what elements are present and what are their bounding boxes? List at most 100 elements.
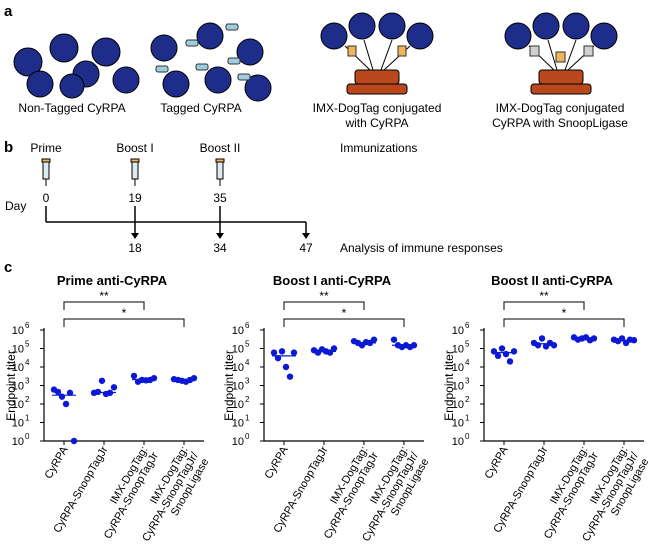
data-point (110, 384, 118, 391)
imx-dogtag-snoopligase-illustration (504, 12, 618, 95)
y-tick-label: 10 (12, 399, 24, 411)
y-tick-exponent: 2 (25, 395, 30, 404)
syringe-icon (41, 158, 51, 186)
significance-bracket (503, 301, 585, 310)
data-point (274, 354, 282, 362)
y-axis-label: Endpoint titer (222, 350, 236, 421)
data-point (278, 348, 286, 355)
data-point (62, 400, 70, 408)
chart-title: Boost II anti-CyRPA (491, 273, 613, 288)
x-category-label: CyRPA (483, 444, 511, 481)
y-tick-exponent: 1 (245, 414, 250, 423)
y-tick-exponent: 2 (465, 395, 470, 404)
significance-bracket (503, 318, 625, 327)
y-tick-label: 10 (232, 344, 244, 356)
analysis-label: Analysis of immune responses (340, 241, 503, 255)
data-point (150, 374, 158, 382)
data-point (370, 336, 378, 343)
x-category-line: CyRPA (263, 444, 291, 481)
y-tick-label: 10 (12, 325, 24, 337)
y-tick-label: 10 (452, 399, 464, 411)
significance-label: * (122, 306, 127, 320)
y-axis-label: Endpoint titer (4, 350, 18, 421)
data-point (58, 393, 66, 400)
y-tick-label: 10 (452, 344, 464, 356)
caption-tagged: Tagged CyRPA (160, 101, 241, 115)
y-tick-exponent: 4 (245, 358, 250, 367)
panel-c-label: c (4, 259, 12, 276)
y-tick-exponent: 3 (465, 377, 470, 386)
y-tick-label: 10 (12, 344, 24, 356)
y-tick-label: 10 (232, 418, 244, 430)
immunizations-label: Immunizations (340, 141, 417, 155)
y-tick-exponent: 2 (245, 395, 250, 404)
x-category-line: CyRPA (43, 444, 71, 481)
panel-a-label: a (4, 3, 13, 20)
y-tick-label: 10 (232, 436, 244, 448)
event-boost-1: Boost I (116, 141, 153, 155)
data-point (282, 363, 290, 371)
data-point (550, 342, 558, 349)
caption-imx-line1: IMX-DogTag conjugated (313, 101, 442, 115)
immunization-day-0: 0 (43, 191, 50, 205)
significance-bracket (63, 318, 185, 327)
caption-non-tagged: Non-Tagged CyRPA (18, 101, 125, 115)
y-tick-exponent: 3 (245, 377, 250, 386)
y-tick-exponent: 0 (245, 432, 250, 441)
y-tick-exponent: 1 (465, 414, 470, 423)
data-point (390, 336, 398, 343)
data-point (98, 377, 106, 384)
analysis-day-47: 47 (299, 241, 313, 255)
chart-title: Boost I anti-CyRPA (273, 273, 392, 288)
y-tick-exponent: 1 (25, 414, 30, 423)
y-tick-label: 10 (12, 418, 24, 430)
y-tick-exponent: 3 (25, 377, 30, 386)
y-tick-exponent: 0 (25, 432, 30, 441)
event-prime: Prime (30, 141, 62, 155)
data-point (510, 348, 518, 355)
event-boost-2: Boost II (200, 141, 241, 155)
data-point (534, 342, 542, 349)
significance-label: * (562, 306, 567, 320)
y-tick-label: 10 (452, 418, 464, 430)
y-tick-label: 10 (232, 362, 244, 374)
significance-bracket (283, 318, 405, 327)
x-category-label: CyRPA (43, 444, 71, 481)
data-point (66, 389, 74, 397)
syringe-icon (130, 158, 140, 186)
y-tick-label: 10 (12, 362, 24, 374)
analysis-day-34: 34 (213, 241, 227, 255)
immunization-day-19: 19 (128, 191, 142, 205)
chart-title: Prime anti-CyRPA (57, 273, 168, 288)
y-tick-label: 10 (12, 381, 24, 393)
timeline (45, 206, 310, 239)
significance-label: ** (99, 289, 109, 303)
caption-snoop-line1: IMX-DogTag conjugated (496, 101, 625, 115)
data-point (54, 388, 62, 396)
y-tick-exponent: 6 (465, 321, 470, 330)
y-tick-exponent: 5 (465, 340, 470, 349)
x-category-line: CyRPA (483, 444, 511, 481)
data-point (270, 349, 278, 356)
y-tick-exponent: 5 (245, 340, 250, 349)
data-point (330, 345, 338, 352)
data-point (506, 358, 514, 365)
immunization-day-35: 35 (213, 191, 227, 205)
data-point (502, 350, 510, 358)
x-category-label: CyRPA (263, 444, 291, 481)
imx-dogtag-cyrpa-illustration (320, 12, 434, 95)
y-tick-label: 10 (232, 381, 244, 393)
y-tick-exponent: 6 (25, 321, 30, 330)
data-point (130, 372, 138, 380)
y-tick-exponent: 6 (245, 321, 250, 330)
panel-b-label: b (4, 139, 13, 156)
y-tick-label: 10 (452, 362, 464, 374)
data-point (498, 345, 506, 352)
y-tick-exponent: 4 (25, 358, 30, 367)
y-tick-exponent: 4 (465, 358, 470, 367)
